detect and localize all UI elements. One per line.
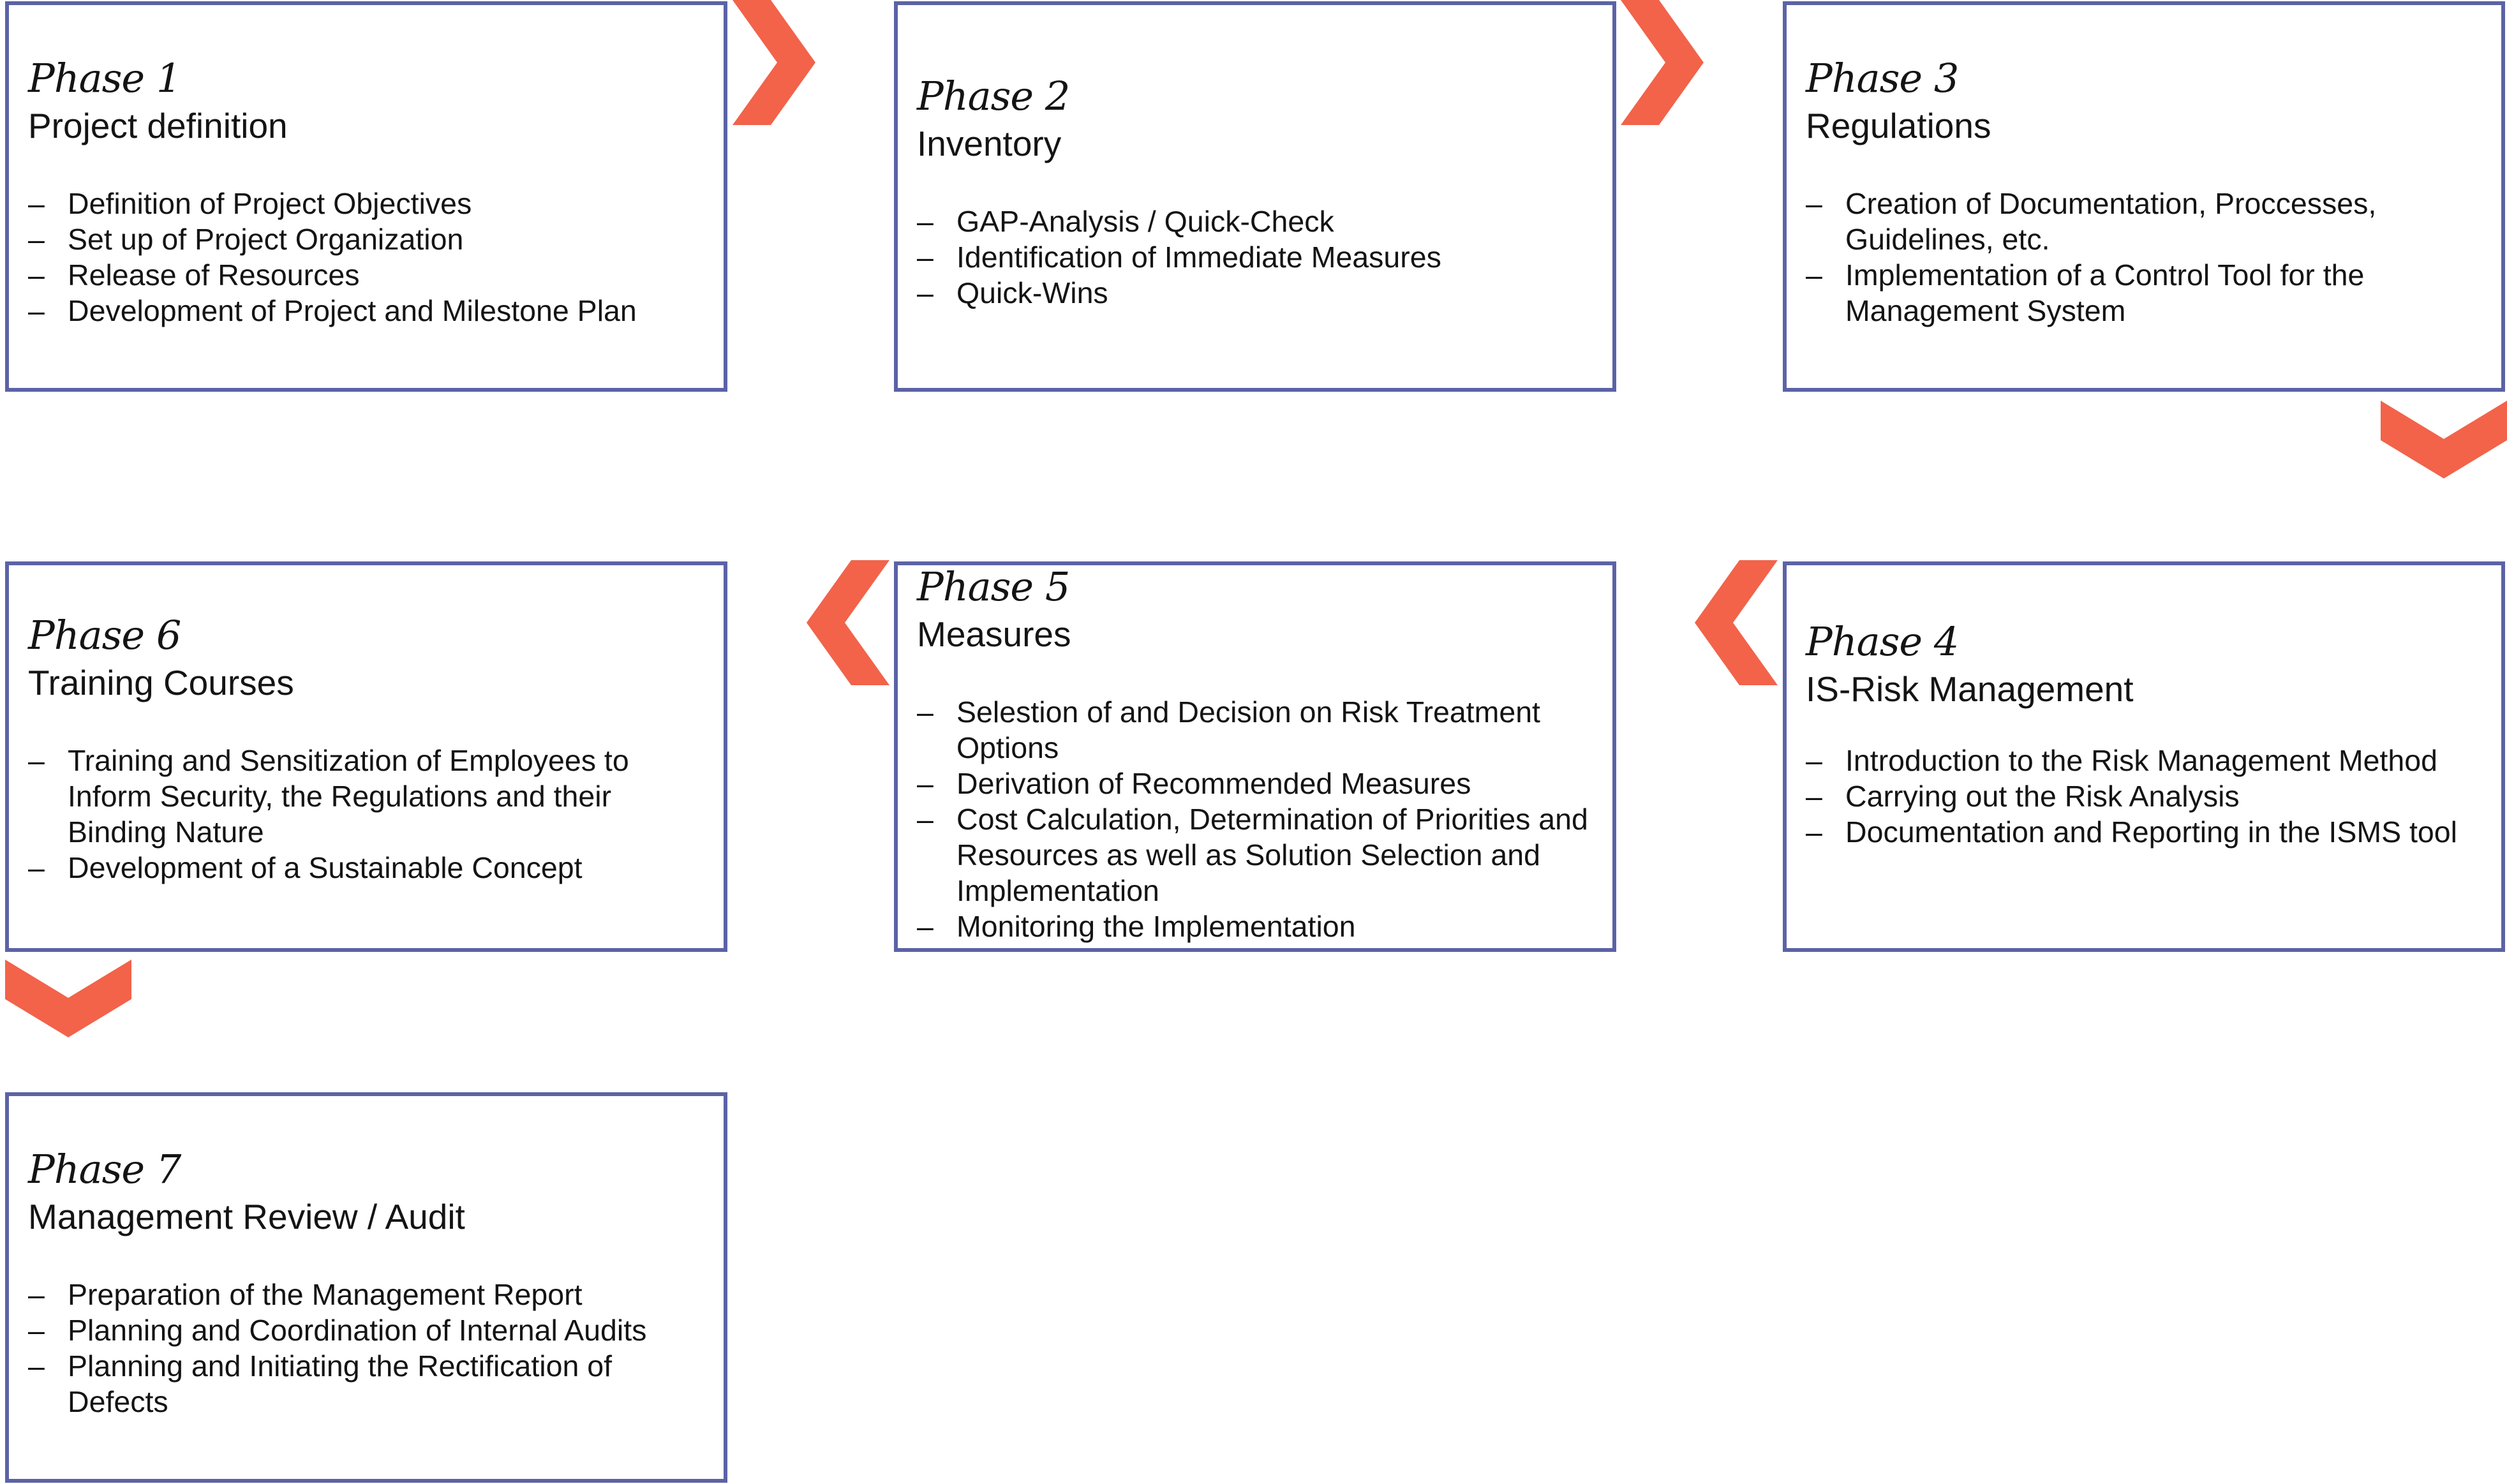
- phase-7-label: Phase 7: [28, 1146, 181, 1192]
- list-item-text: Definition of Project Objectives: [68, 187, 472, 220]
- dash-marker: –: [28, 1314, 45, 1347]
- list-item-text: Preparation of the Management Report: [68, 1278, 583, 1311]
- phase-2-title: Inventory: [917, 124, 1062, 163]
- list-item: –GAP-Analysis / Quick-Check: [917, 204, 1600, 239]
- dash-marker: –: [28, 1278, 45, 1311]
- phase-4-title: IS-Risk Management: [1806, 669, 2134, 709]
- list-item-text: Planning and Coordination of Internal Au…: [68, 1314, 647, 1347]
- list-item-text: Selestion of and Decision on Risk Treatm…: [956, 695, 1540, 764]
- chevron-down-icon: [5, 960, 131, 1037]
- list-item: –Documentation and Reporting in the ISMS…: [1806, 814, 2488, 850]
- list-item: –Set up of Project Organization: [28, 221, 711, 257]
- list-item-text: Development of Project and Milestone Pla…: [68, 294, 637, 327]
- dash-marker: –: [28, 223, 45, 256]
- dash-marker: –: [28, 1349, 45, 1383]
- phase-6-label: Phase 6: [28, 612, 181, 658]
- list-item: –Quick-Wins: [917, 275, 1600, 311]
- dash-marker: –: [28, 187, 45, 220]
- phase-7-title: Management Review / Audit: [28, 1197, 465, 1236]
- list-item-text: Creation of Documentation, Proccesses, G…: [1845, 187, 2377, 256]
- phase-6-box: Phase 6 Training Courses –Training and S…: [5, 561, 727, 952]
- list-item-text: Release of Resources: [68, 258, 360, 292]
- phase-1-title: Project definition: [28, 106, 288, 145]
- dash-marker: –: [28, 258, 45, 292]
- dash-marker: –: [917, 205, 934, 238]
- dash-marker: –: [917, 695, 934, 729]
- list-item-text: Cost Calculation, Determination of Prior…: [956, 803, 1588, 907]
- chevron-right-icon: [733, 0, 815, 125]
- dash-marker: –: [28, 294, 45, 327]
- phase-6-items: –Training and Sensitization of Employees…: [28, 743, 711, 886]
- phase-1-items: –Definition of Project Objectives –Set u…: [28, 186, 711, 329]
- phase-7-items: –Preparation of the Management Report –P…: [28, 1277, 711, 1420]
- chevron-left-icon: [1695, 560, 1778, 685]
- dash-marker: –: [28, 851, 45, 884]
- chevron-down-icon: [2381, 401, 2507, 479]
- dash-marker: –: [917, 910, 934, 943]
- phase-2-box: Phase 2 Inventory –GAP-Analysis / Quick-…: [894, 1, 1616, 392]
- list-item-text: Training and Sensitization of Employees …: [68, 744, 629, 849]
- dash-marker: –: [917, 276, 934, 309]
- list-item-text: Identification of Immediate Measures: [956, 241, 1441, 274]
- list-item: –Monitoring the Implementation: [917, 909, 1600, 944]
- list-item: –Selestion of and Decision on Risk Treat…: [917, 694, 1600, 766]
- phase-4-items: –Introduction to the Risk Management Met…: [1806, 743, 2488, 850]
- list-item-text: Derivation of Recommended Measures: [956, 767, 1471, 800]
- list-item: –Development of Project and Milestone Pl…: [28, 293, 711, 329]
- list-item: –Definition of Project Objectives: [28, 186, 711, 221]
- list-item-text: Set up of Project Organization: [68, 223, 464, 256]
- list-item-text: Development of a Sustainable Concept: [68, 851, 583, 884]
- dash-marker: –: [1806, 744, 1822, 777]
- list-item-text: Monitoring the Implementation: [956, 910, 1356, 943]
- list-item-text: GAP-Analysis / Quick-Check: [956, 205, 1334, 238]
- list-item: –Creation of Documentation, Proccesses, …: [1806, 186, 2488, 257]
- dash-marker: –: [917, 241, 934, 274]
- list-item: –Preparation of the Management Report: [28, 1277, 711, 1312]
- list-item-text: Quick-Wins: [956, 276, 1108, 309]
- list-item-text: Carrying out the Risk Analysis: [1845, 780, 2240, 813]
- list-item-text: Implementation of a Control Tool for the…: [1845, 258, 2365, 327]
- list-item-text: Planning and Initiating the Rectificatio…: [68, 1349, 613, 1418]
- phase-3-title: Regulations: [1806, 106, 1991, 145]
- phase-5-box: Phase 5 Measures –Selestion of and Decis…: [894, 561, 1616, 952]
- phase-4-box: Phase 4 IS-Risk Management –Introduction…: [1783, 561, 2505, 952]
- dash-marker: –: [1806, 258, 1822, 292]
- phase-3-label: Phase 3: [1806, 55, 1959, 101]
- dash-marker: –: [917, 803, 934, 836]
- dash-marker: –: [917, 767, 934, 800]
- phase-2-items: –GAP-Analysis / Quick-Check –Identificat…: [917, 204, 1600, 311]
- list-item: –Planning and Coordination of Internal A…: [28, 1312, 711, 1348]
- chevron-right-icon: [1621, 0, 1704, 125]
- dash-marker: –: [28, 744, 45, 777]
- list-item-text: Documentation and Reporting in the ISMS …: [1845, 815, 2457, 849]
- phase-4-label: Phase 4: [1806, 618, 1959, 665]
- phase-5-label: Phase 5: [917, 563, 1070, 610]
- phase-6-title: Training Courses: [28, 663, 294, 702]
- phase-2-label: Phase 2: [917, 73, 1070, 119]
- list-item: –Training and Sensitization of Employees…: [28, 743, 711, 850]
- phase-3-items: –Creation of Documentation, Proccesses, …: [1806, 186, 2488, 329]
- list-item: –Planning and Initiating the Rectificati…: [28, 1348, 711, 1420]
- dash-marker: –: [1806, 780, 1822, 813]
- list-item: –Identification of Immediate Measures: [917, 239, 1600, 275]
- list-item: –Development of a Sustainable Concept: [28, 850, 711, 886]
- phase-1-label: Phase 1: [28, 55, 181, 101]
- chevron-left-icon: [807, 560, 889, 685]
- phase-5-title: Measures: [917, 614, 1071, 654]
- phase-3-box: Phase 3 Regulations –Creation of Documen…: [1783, 1, 2505, 392]
- phase-5-items: –Selestion of and Decision on Risk Treat…: [917, 694, 1600, 944]
- phase-1-box: Phase 1 Project definition –Definition o…: [5, 1, 727, 392]
- list-item: –Carrying out the Risk Analysis: [1806, 778, 2488, 814]
- list-item: –Release of Resources: [28, 257, 711, 293]
- dash-marker: –: [1806, 187, 1822, 220]
- dash-marker: –: [1806, 815, 1822, 849]
- list-item-text: Introduction to the Risk Management Meth…: [1845, 744, 2437, 777]
- list-item: –Cost Calculation, Determination of Prio…: [917, 801, 1600, 909]
- list-item: –Introduction to the Risk Management Met…: [1806, 743, 2488, 778]
- phase-7-box: Phase 7 Management Review / Audit –Prepa…: [5, 1092, 727, 1483]
- list-item: –Implementation of a Control Tool for th…: [1806, 257, 2488, 329]
- list-item: –Derivation of Recommended Measures: [917, 766, 1600, 801]
